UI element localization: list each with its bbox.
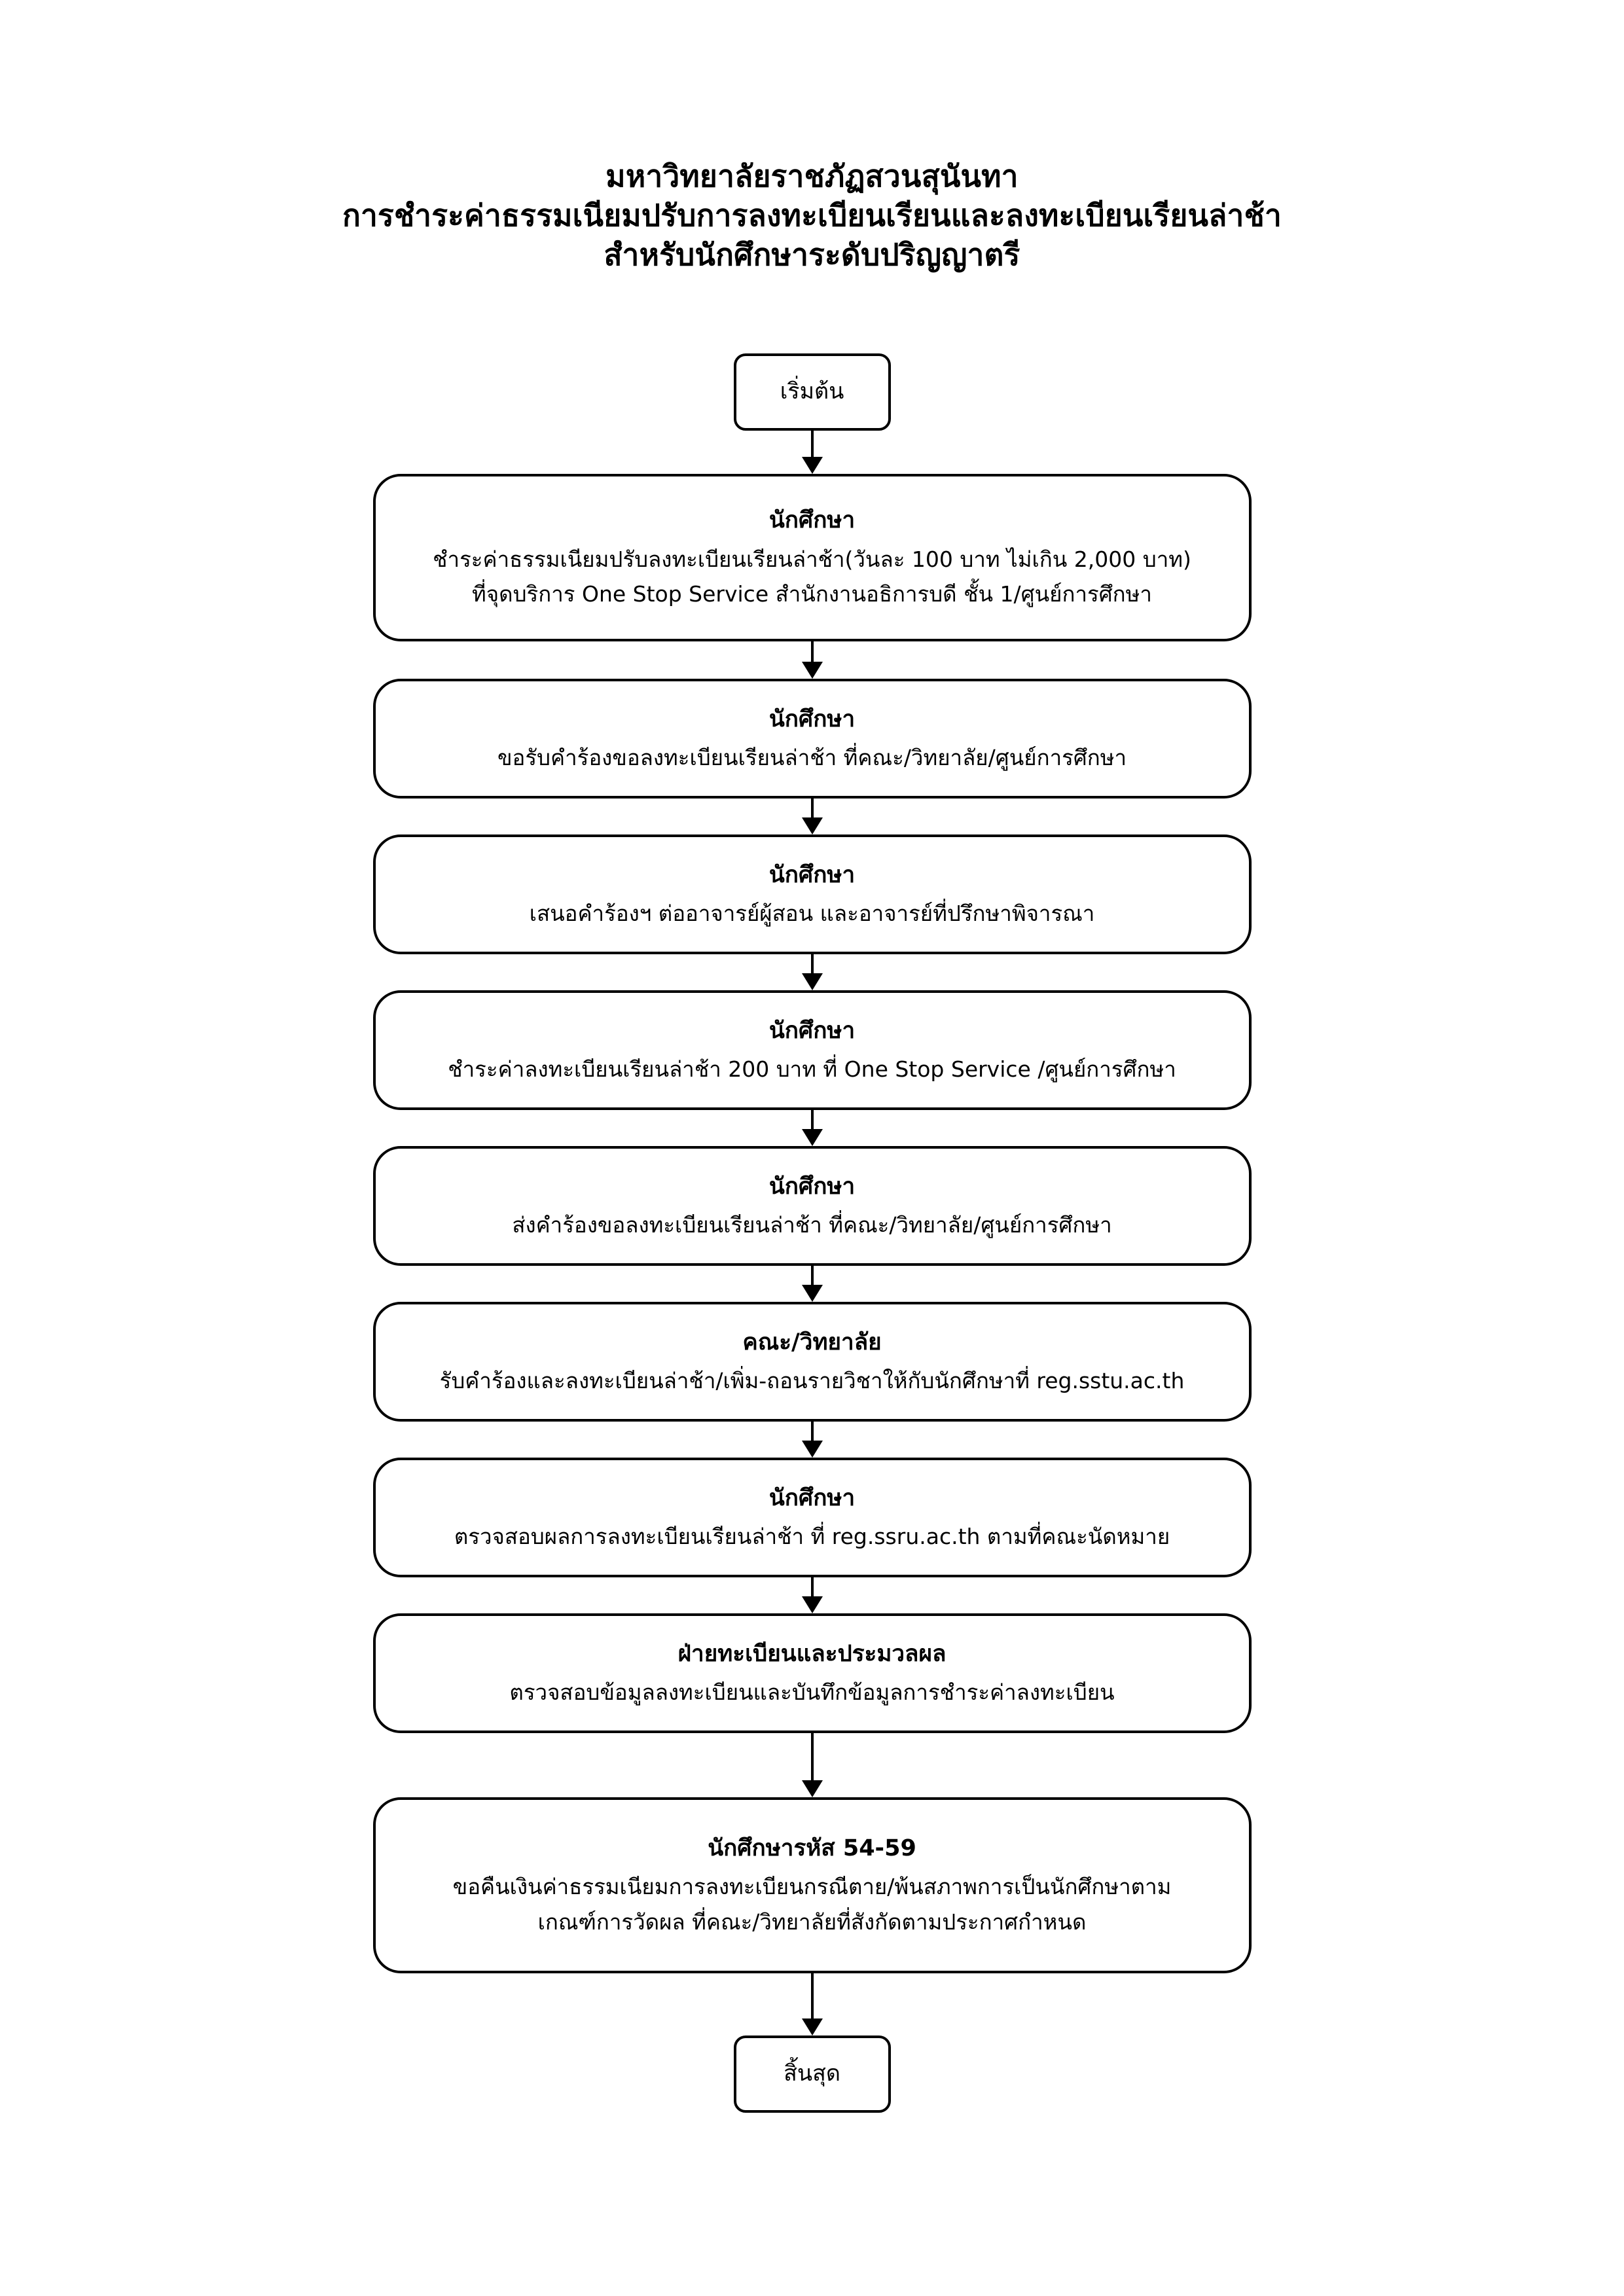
arrow-head-icon — [801, 1285, 823, 1302]
node-actor-label: นักศึกษารหัส 54-59 — [708, 1835, 916, 1861]
end-terminator: สิ้นสุด — [733, 2036, 891, 2113]
node-actor-label: คณะ/วิทยาลัย — [742, 1329, 882, 1355]
process-node-2: นักศึกษาขอรับคำร้องขอลงทะเบียนเรียนล่าช้… — [372, 679, 1252, 798]
title-line-3: สำหรับนักศึกษาระดับปริญญาตรี — [604, 236, 1020, 272]
arrow-head-icon — [801, 2018, 823, 2036]
arrow-head-icon — [801, 662, 823, 679]
arrow-head-icon — [801, 1780, 823, 1797]
node-description: ขอรับคำร้องขอลงทะเบียนเรียนล่าช้า ที่คณะ… — [497, 740, 1127, 775]
node-actor-label: นักศึกษา — [768, 1173, 856, 1200]
arrow-shaft — [810, 641, 814, 664]
start-terminator: เริ่มต้น — [733, 353, 891, 431]
arrow-shaft — [810, 1577, 814, 1599]
arrow-shaft — [810, 1266, 814, 1287]
flow-arrow-8 — [801, 1733, 824, 1797]
flow-arrow-5 — [801, 1266, 824, 1302]
node-description: ส่งคำร้องขอลงทะเบียนเรียนล่าช้า ที่คณะ/ว… — [512, 1208, 1111, 1242]
title-line-2: การชำระค่าธรรมเนียมปรับการลงทะเบียนเรียน… — [342, 197, 1282, 233]
process-node-3: นักศึกษาเสนอคำร้องฯ ต่ออาจารย์ผู้สอน และ… — [372, 834, 1252, 954]
node-description: เสนอคำร้องฯ ต่ออาจารย์ผู้สอน และอาจารย์ท… — [530, 896, 1095, 931]
process-node-1: นักศึกษาชำระค่าธรรมเนียมปรับลงทะเบียนเรี… — [372, 474, 1252, 641]
node-description-line: รับคำร้องและลงทะเบียนล่าช้า/เพิ่ม-ถอนราย… — [439, 1368, 1185, 1394]
node-description: ชำระค่าลงทะเบียนเรียนล่าช้า 200 บาท ที่ … — [448, 1052, 1176, 1086]
arrow-head-icon — [801, 1596, 823, 1613]
node-actor-label: นักศึกษา — [768, 706, 856, 732]
node-description-line: ขอคืนเงินค่าธรรมเนียมการลงทะเบียนกรณีตาย… — [452, 1874, 1172, 1900]
flow-arrow-2 — [801, 798, 824, 834]
node-description-line: เกณฑ์การวัดผล ที่คณะ/วิทยาลัยที่สังกัดตา… — [537, 1909, 1087, 1935]
process-node-6: คณะ/วิทยาลัยรับคำร้องและลงทะเบียนล่าช้า/… — [372, 1302, 1252, 1422]
node-description: ตรวจสอบข้อมูลลงทะเบียนและบันทึกข้อมูลการ… — [509, 1675, 1114, 1710]
arrow-shaft — [810, 1422, 814, 1443]
process-node-8: ฝ่ายทะเบียนและประมวลผลตรวจสอบข้อมูลลงทะเ… — [372, 1613, 1252, 1733]
arrow-head-icon — [801, 1129, 823, 1146]
arrow-shaft — [810, 798, 814, 820]
arrow-head-icon — [801, 973, 823, 990]
node-actor-label: นักศึกษา — [768, 1017, 856, 1044]
process-node-7: นักศึกษาตรวจสอบผลการลงทะเบียนเรียนล่าช้า… — [372, 1458, 1252, 1577]
node-description-line: ชำระค่าลงทะเบียนเรียนล่าช้า 200 บาท ที่ … — [448, 1056, 1176, 1083]
arrow-head-icon — [801, 457, 823, 474]
node-actor-label: นักศึกษา — [768, 507, 856, 534]
node-description: รับคำร้องและลงทะเบียนล่าช้า/เพิ่ม-ถอนราย… — [440, 1363, 1185, 1398]
flow-arrow-1 — [801, 641, 824, 679]
page-title: มหาวิทยาลัยราชภัฏสวนสุนันทา การชำระค่าธร… — [0, 157, 1624, 274]
node-description-line: ตรวจสอบข้อมูลลงทะเบียนและบันทึกข้อมูลการ… — [509, 1679, 1115, 1706]
flow-arrow-4 — [801, 1110, 824, 1146]
node-description: ขอคืนเงินค่าธรรมเนียมการลงทะเบียนกรณีตาย… — [453, 1869, 1172, 1939]
node-description-line: ชำระค่าธรรมเนียมปรับลงทะเบียนเรียนล่าช้า… — [433, 546, 1191, 572]
node-description-line: ตรวจสอบผลการลงทะเบียนเรียนล่าช้า ที่ reg… — [454, 1524, 1170, 1550]
process-node-4: นักศึกษาชำระค่าลงทะเบียนเรียนล่าช้า 200 … — [372, 990, 1252, 1110]
arrow-shaft — [810, 1733, 814, 1783]
flow-arrow-6 — [801, 1422, 824, 1458]
arrow-head-icon — [801, 1441, 823, 1458]
flow-arrow-0 — [801, 431, 824, 474]
node-description-line: ที่จุดบริการ One Stop Service สำนักงานอธ… — [472, 581, 1152, 607]
start-terminator-label: เริ่มต้น — [780, 378, 844, 405]
arrow-shaft — [810, 954, 814, 976]
arrow-head-icon — [801, 817, 823, 834]
title-line-1: มหาวิทยาลัยราชภัฏสวนสุนันทา — [605, 158, 1019, 194]
node-actor-label: นักศึกษา — [768, 861, 856, 888]
end-terminator-label: สิ้นสุด — [784, 2060, 840, 2087]
node-description-line: ส่งคำร้องขอลงทะเบียนเรียนล่าช้า ที่คณะ/ว… — [512, 1212, 1112, 1238]
arrow-shaft — [810, 431, 814, 459]
arrow-shaft — [810, 1110, 814, 1132]
process-node-5: นักศึกษาส่งคำร้องขอลงทะเบียนเรียนล่าช้า … — [372, 1146, 1252, 1266]
node-description-line: ขอรับคำร้องขอลงทะเบียนเรียนล่าช้า ที่คณะ… — [497, 745, 1127, 771]
node-description-line: เสนอคำร้องฯ ต่ออาจารย์ผู้สอน และอาจารย์ท… — [529, 901, 1095, 927]
flow-arrow-9 — [801, 1973, 824, 2036]
arrow-shaft — [810, 1973, 814, 2021]
process-node-9: นักศึกษารหัส 54-59 ขอคืนเงินค่าธรรมเนียมก… — [372, 1797, 1252, 1973]
node-description: ตรวจสอบผลการลงทะเบียนเรียนล่าช้า ที่ reg… — [454, 1519, 1170, 1554]
node-actor-label: ฝ่ายทะเบียนและประมวลผล — [677, 1640, 947, 1667]
node-description: ชำระค่าธรรมเนียมปรับลงทะเบียนเรียนล่าช้า… — [433, 542, 1191, 612]
flow-arrow-3 — [801, 954, 824, 990]
flow-arrow-7 — [801, 1577, 824, 1613]
node-actor-label: นักศึกษา — [768, 1484, 856, 1511]
